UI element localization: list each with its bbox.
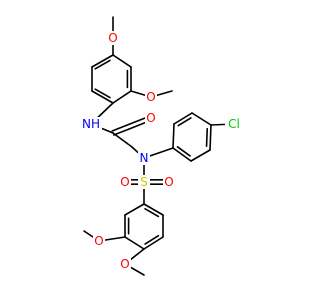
bond-a3-a4	[91, 90, 114, 104]
bond-b4-b5	[191, 112, 212, 126]
bond-a6-a1	[112, 54, 132, 68]
atom-cl: Cl	[225, 117, 243, 131]
bond-aromatic-c4-c5	[144, 234, 160, 245]
bond-aromatic-b5-b6	[177, 117, 192, 127]
atom-o-methoxy-lower: O	[119, 257, 131, 271]
bond-c1-c2	[124, 203, 145, 216]
atom-o-carbonyl-label: O	[146, 111, 155, 125]
bond-cc-ch2	[112, 132, 133, 148]
bond-aromatic-c1-c6	[144, 207, 160, 218]
bond-double-cc-oc	[111, 115, 151, 132]
bond-c4-c5	[143, 236, 164, 250]
atom-o-methoxy-lower-left-label: O	[94, 234, 103, 248]
bond-c3-c4	[124, 236, 145, 250]
atom-o-sulfonyl-left-label: O	[120, 175, 129, 189]
atom-s: S	[138, 175, 150, 189]
bond-a4-a5	[112, 90, 132, 104]
bond-layer	[83, 16, 235, 276]
atom-label-layer: O O NH O N Cl S O	[80, 31, 243, 271]
atom-n-sulfonamide-label: N	[140, 151, 149, 165]
bond-c6-c1	[143, 203, 164, 216]
bond-b5-b6	[173, 112, 193, 125]
bond-aromatic-b3-b4	[205, 127, 209, 147]
atom-cl-label: Cl	[228, 117, 240, 131]
bond-aromatic-a3-a4	[94, 88, 111, 99]
atom-nh: NH	[80, 117, 102, 131]
atom-o-methoxy-mid: O	[145, 90, 157, 104]
atom-o-carbonyl: O	[145, 111, 157, 125]
molecule-structure-diagram: O O NH O N Cl S O	[80, 16, 243, 276]
atom-o-methoxy-top-label: O	[108, 31, 117, 45]
bond-a1-a2	[91, 54, 114, 68]
atom-o-sulfonyl-right: O	[163, 175, 175, 189]
atom-o-sulfonyl-left: O	[119, 175, 131, 189]
bond-aromatic-a1-a2	[94, 59, 111, 70]
atom-n-sulfonamide: N	[138, 151, 150, 165]
atom-o-methoxy-mid-label: O	[146, 90, 155, 104]
atom-o-methoxy-lower-label: O	[120, 257, 129, 271]
atom-o-methoxy-lower-left: O	[93, 234, 105, 248]
atom-nh-label: NH	[82, 117, 100, 131]
bond-b2-b3	[190, 149, 211, 162]
atom-s-label: S	[140, 175, 148, 189]
atom-o-methoxy-top: O	[107, 31, 119, 45]
atom-o-sulfonyl-right-label: O	[164, 175, 173, 189]
bond-b3-b4	[209, 124, 212, 151]
bond-b6-b1	[172, 123, 175, 149]
bond-aromatic-b1-b2	[176, 146, 191, 157]
bond-b1-b2	[172, 147, 192, 162]
